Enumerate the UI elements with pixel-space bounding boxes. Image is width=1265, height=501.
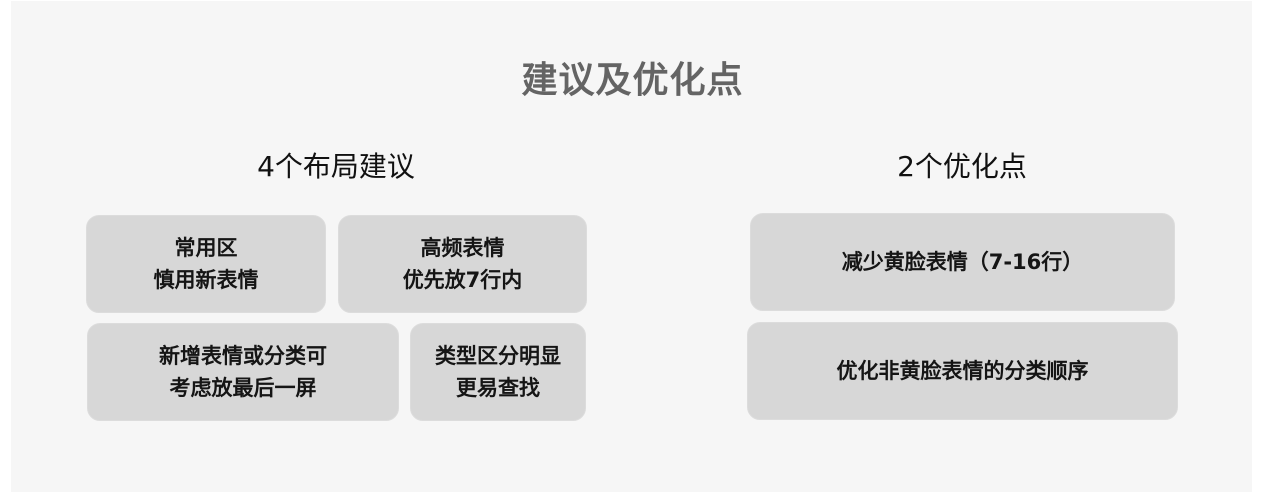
optimization-line: 减少黄脸表情（7-16行） [841, 250, 1084, 274]
optimization-box-reduce-yellow-face: 减少黄脸表情（7-16行） [750, 213, 1175, 311]
suggestion-box-type-distinction: 类型区分明显 更易查找 [410, 323, 586, 421]
suggestion-line: 类型区分明显 [435, 344, 561, 368]
suggestion-box-high-frequency: 高频表情 优先放7行内 [338, 215, 587, 313]
layout-suggestions-heading: 4个布局建议 [257, 150, 415, 183]
suggestion-box-new-emoji-placement: 新增表情或分类可 考虑放最后一屏 [87, 323, 399, 421]
suggestion-line: 优先放7行内 [402, 268, 523, 292]
suggestion-line: 考虑放最后一屏 [169, 376, 317, 400]
suggestion-line: 常用区 [174, 236, 238, 260]
suggestion-box-common-area: 常用区 慎用新表情 [86, 215, 326, 313]
optimization-points-heading: 2个优化点 [897, 150, 1027, 183]
page-title: 建议及优化点 [521, 60, 744, 101]
optimization-line: 优化非黄脸表情的分类顺序 [836, 359, 1089, 383]
optimization-box-category-order: 优化非黄脸表情的分类顺序 [747, 322, 1178, 420]
suggestion-line: 慎用新表情 [153, 268, 259, 292]
suggestion-line: 高频表情 [420, 236, 505, 260]
suggestion-line: 新增表情或分类可 [159, 344, 327, 368]
suggestion-line: 更易查找 [456, 376, 540, 400]
